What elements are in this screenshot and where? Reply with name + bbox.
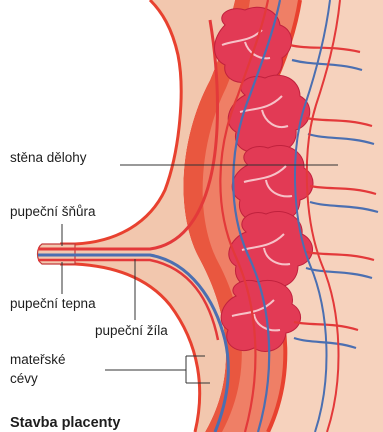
leader-maternal-vessels — [105, 356, 210, 383]
label-umbilical-vein: pupeční žíla — [95, 323, 168, 339]
label-maternal-vessels-line2: cévy — [10, 371, 38, 387]
figure-caption: Stavba placenty — [10, 415, 120, 431]
label-umbilical-artery: pupeční tepna — [10, 296, 96, 312]
label-umbilical-cord: pupeční šňůra — [10, 204, 96, 220]
label-maternal-vessels-line1: mateřské — [10, 352, 66, 368]
label-uterine-wall: stěna dělohy — [10, 150, 87, 166]
